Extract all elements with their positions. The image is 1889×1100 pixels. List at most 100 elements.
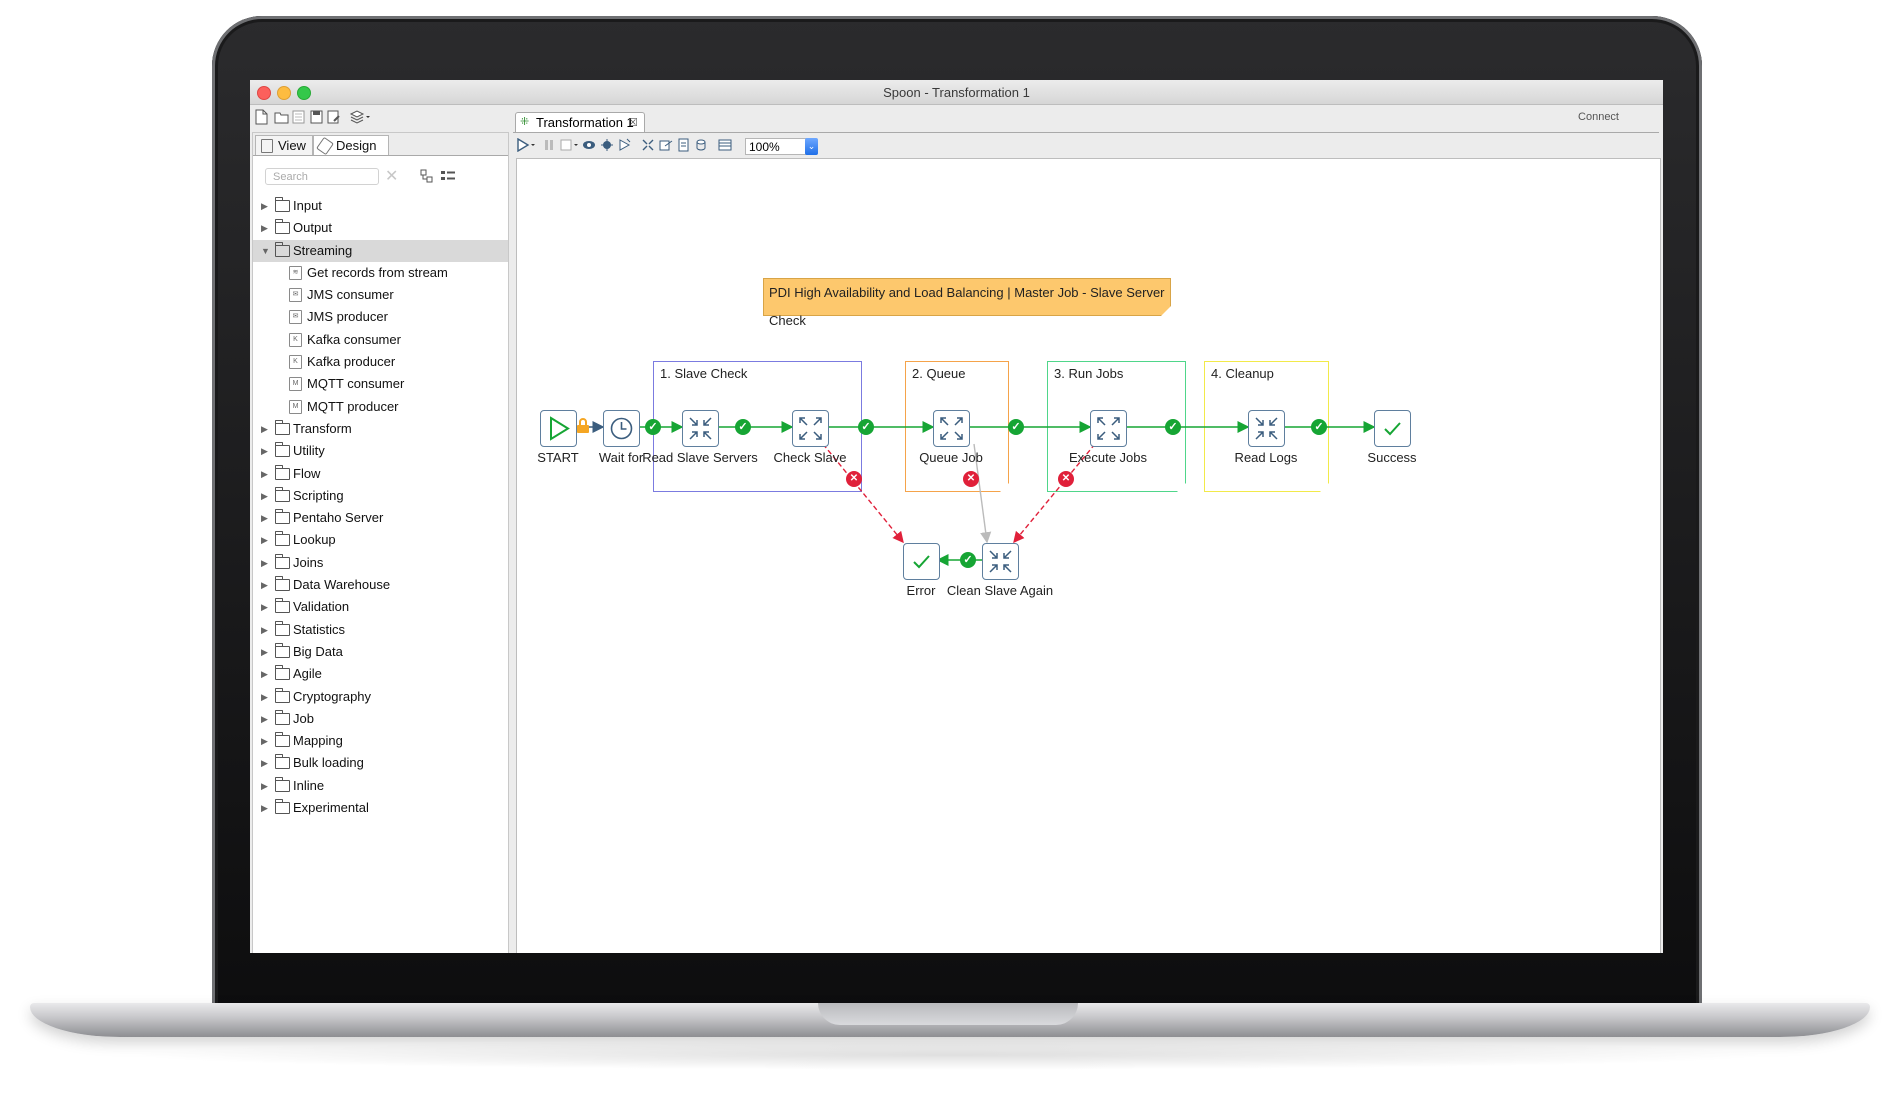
collapse-arrow-icon[interactable]: ▼ xyxy=(261,245,270,256)
tab-view[interactable]: View xyxy=(255,135,313,155)
run-icon[interactable] xyxy=(516,138,536,152)
expand-arrow-icon[interactable]: ▶ xyxy=(261,803,268,814)
expand-tree-icon[interactable] xyxy=(441,171,455,180)
job-entry-start[interactable] xyxy=(540,410,577,447)
tree-item-output[interactable]: ▶Output xyxy=(253,217,508,239)
maximize-window-button[interactable] xyxy=(297,86,311,100)
close-window-button[interactable] xyxy=(257,86,271,100)
expand-arrow-icon[interactable]: ▶ xyxy=(261,758,268,769)
zoom-select[interactable]: 100% xyxy=(745,138,807,155)
tree-item-flow[interactable]: ▶Flow xyxy=(253,463,508,485)
hop-queue-clean[interactable] xyxy=(973,443,992,544)
tree-item-validation[interactable]: ▶Validation xyxy=(253,596,508,618)
tree-item-lookup[interactable]: ▶Lookup xyxy=(253,529,508,551)
tree-item-pentaho-server[interactable]: ▶Pentaho Server xyxy=(253,507,508,529)
tab-view-label: View xyxy=(278,138,306,153)
steps-search-input[interactable]: Search xyxy=(265,168,379,185)
tree-item-mapping[interactable]: ▶Mapping xyxy=(253,730,508,752)
tree-item-inline[interactable]: ▶Inline xyxy=(253,775,508,797)
hop-success-icon: ✓ xyxy=(1311,419,1327,435)
tab-transformation-1[interactable]: ⁜ Transformation 1 ☒ xyxy=(515,112,645,132)
tree-item-label: Bulk loading xyxy=(293,755,364,771)
expand-arrow-icon[interactable]: ▶ xyxy=(261,713,268,724)
job-entry-read-slave-servers[interactable] xyxy=(682,410,719,447)
job-entry-queue-job[interactable] xyxy=(933,410,970,447)
job-entry-success[interactable] xyxy=(1374,410,1411,447)
job-entry-error[interactable] xyxy=(903,543,940,580)
tab-design[interactable]: Design xyxy=(313,135,389,156)
collapse-tree-icon[interactable] xyxy=(420,169,433,183)
expand-arrow-icon[interactable]: ▶ xyxy=(261,646,268,657)
expand-arrow-icon[interactable]: ▶ xyxy=(261,669,268,680)
replay-icon[interactable] xyxy=(618,138,632,152)
expand-arrow-icon[interactable]: ▶ xyxy=(261,446,268,457)
sql-icon[interactable] xyxy=(677,138,691,152)
canvas-note[interactable]: PDI High Availability and Load Balancing… xyxy=(763,278,1171,328)
tree-item-label: JMS producer xyxy=(307,309,388,325)
expand-arrow-icon[interactable]: ▶ xyxy=(261,736,268,747)
tree-item-bulk-loading[interactable]: ▶ Bulk loading xyxy=(253,752,508,774)
new-file-icon[interactable] xyxy=(254,109,269,125)
tree-item-big-data[interactable]: ▶Big Data xyxy=(253,641,508,663)
explore-repository-icon[interactable] xyxy=(291,109,306,125)
hop-check-error[interactable] xyxy=(822,443,904,544)
tree-item-experimental[interactable]: ▶Experimental xyxy=(253,797,508,819)
expand-arrow-icon[interactable]: ▶ xyxy=(261,490,268,501)
expand-arrow-icon[interactable]: ▶ xyxy=(261,201,268,211)
debug-icon[interactable] xyxy=(600,138,614,152)
tree-item-input[interactable]: ▶Input xyxy=(253,195,508,217)
folder-icon xyxy=(275,598,290,614)
verify-icon[interactable] xyxy=(641,138,655,152)
explore-db-icon[interactable] xyxy=(695,138,709,152)
expand-arrow-icon[interactable]: ▶ xyxy=(261,468,268,479)
tree-item-scripting[interactable]: ▶Scripting xyxy=(253,485,508,507)
tree-item-get-records-from-stream[interactable]: ≋Get records from stream xyxy=(253,262,508,284)
transformation-canvas[interactable]: PDI High Availability and Load Balancing… xyxy=(516,158,1661,953)
expand-arrow-icon[interactable]: ▶ xyxy=(261,557,268,568)
job-entry-check-slave[interactable] xyxy=(792,410,829,447)
tree-item-streaming[interactable]: ▼Streaming xyxy=(253,239,508,262)
close-tab-icon[interactable]: ☒ xyxy=(628,117,638,129)
tree-item-cryptography[interactable]: ▶Cryptography xyxy=(253,686,508,708)
expand-arrow-icon[interactable]: ▶ xyxy=(261,223,268,234)
expand-arrow-icon[interactable]: ▶ xyxy=(261,624,268,635)
expand-arrow-icon[interactable]: ▶ xyxy=(261,580,268,591)
tree-item-joins[interactable]: ▶Joins xyxy=(253,552,508,574)
stop-icon[interactable] xyxy=(559,138,579,152)
clear-search-icon[interactable]: ✕ xyxy=(385,168,399,185)
open-file-icon[interactable] xyxy=(274,109,289,125)
perspectives-icon[interactable] xyxy=(349,109,371,125)
job-entry-wait-for[interactable] xyxy=(603,410,640,447)
tree-item-job[interactable]: ▶Job xyxy=(253,708,508,730)
impact-icon[interactable] xyxy=(659,138,673,152)
save-icon[interactable] xyxy=(309,109,324,125)
job-entry-read-logs[interactable] xyxy=(1248,410,1285,447)
expand-arrow-icon[interactable]: ▶ xyxy=(261,423,268,434)
pause-icon[interactable] xyxy=(542,138,556,152)
tree-item-jms-producer[interactable]: ✉JMS producer xyxy=(253,306,508,328)
expand-arrow-icon[interactable]: ▶ xyxy=(261,513,268,524)
hop-execute-clean[interactable] xyxy=(1013,443,1096,544)
tree-item-agile[interactable]: ▶Agile xyxy=(253,663,508,685)
tree-item-utility[interactable]: ▶Utility xyxy=(253,440,508,462)
expand-arrow-icon[interactable]: ▶ xyxy=(261,691,268,702)
tree-item-transform[interactable]: ▶Transform xyxy=(253,418,508,440)
expand-arrow-icon[interactable]: ▶ xyxy=(261,602,268,613)
tree-item-data-warehouse[interactable]: ▶Data Warehouse xyxy=(253,574,508,596)
save-as-icon[interactable] xyxy=(326,109,341,125)
tree-item-jms-consumer[interactable]: ✉JMS consumer xyxy=(253,284,508,306)
zoom-dropdown-button[interactable]: ⌄ xyxy=(805,138,818,155)
job-entry-clean-slave-again[interactable] xyxy=(982,543,1019,580)
show-results-icon[interactable] xyxy=(718,138,732,152)
expand-arrow-icon[interactable]: ▶ xyxy=(261,535,268,546)
minimize-window-button[interactable] xyxy=(277,86,291,100)
tree-item-statistics[interactable]: ▶Statistics xyxy=(253,619,508,641)
connect-link[interactable]: Connect xyxy=(1578,111,1619,123)
expand-arrow-icon[interactable]: ▶ xyxy=(261,780,268,791)
preview-icon[interactable] xyxy=(582,138,596,152)
job-entry-execute-jobs[interactable] xyxy=(1090,410,1127,447)
